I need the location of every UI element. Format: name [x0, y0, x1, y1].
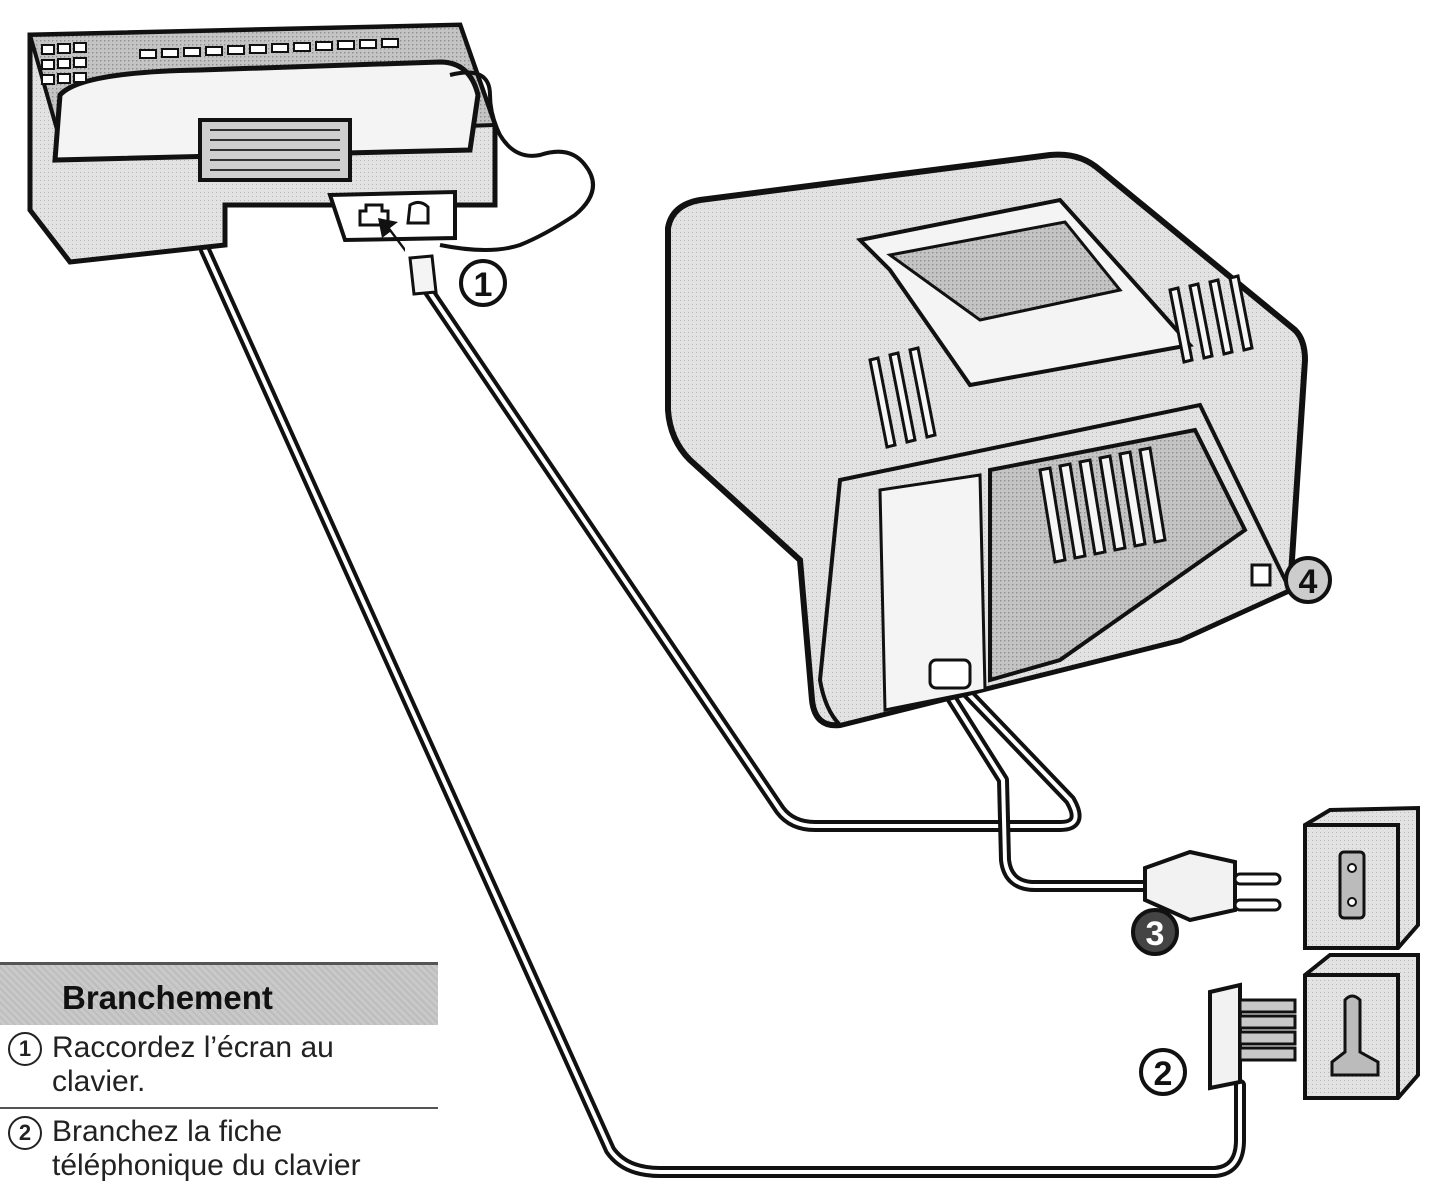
power-plug [1143, 849, 1282, 923]
svg-text:3: 3 [1146, 915, 1165, 953]
svg-text:4: 4 [1299, 563, 1318, 601]
legend-title: Branchement [62, 979, 273, 1016]
callout-2: 2 [1139, 1048, 1187, 1096]
cables [199, 244, 1246, 1178]
legend-box: Branchement 1 Raccordez l’écran au clavi… [0, 962, 438, 1191]
step-number: 1 [8, 1032, 42, 1066]
monitor [665, 151, 1309, 729]
handset-socket-icon [406, 200, 430, 225]
power-cable [934, 674, 1156, 892]
svg-text:2: 2 [1154, 1055, 1173, 1093]
phone-wall-socket [1303, 953, 1420, 1100]
callout-1: 1 [459, 259, 507, 307]
insert-arrow-icon [378, 218, 405, 252]
step-number: 2 [8, 1116, 42, 1150]
legend-header: Branchement [0, 962, 438, 1025]
legend-item-2: 2 Branchez la fiche téléphonique du clav… [0, 1107, 438, 1191]
handset-cord [439, 70, 595, 252]
screen-cable-plug [378, 218, 438, 296]
keypad [41, 38, 399, 85]
vents [868, 274, 1254, 564]
legend-item-1: 1 Raccordez l’écran au clavier. [0, 1025, 438, 1107]
power-wall-socket [1303, 805, 1420, 950]
step-text: Raccordez l’écran au clavier. [52, 1031, 334, 1098]
svg-text:1: 1 [474, 266, 493, 304]
step-text: Branchez la fiche téléphonique du clavie… [52, 1115, 361, 1182]
power-switch [1250, 563, 1272, 587]
keyboard-unit [27, 22, 595, 265]
callout-3: 3 [1131, 908, 1179, 956]
callout-4: 4 [1284, 556, 1332, 604]
phone-plug [1208, 982, 1297, 1091]
monitor-cable-sockets [928, 658, 972, 690]
